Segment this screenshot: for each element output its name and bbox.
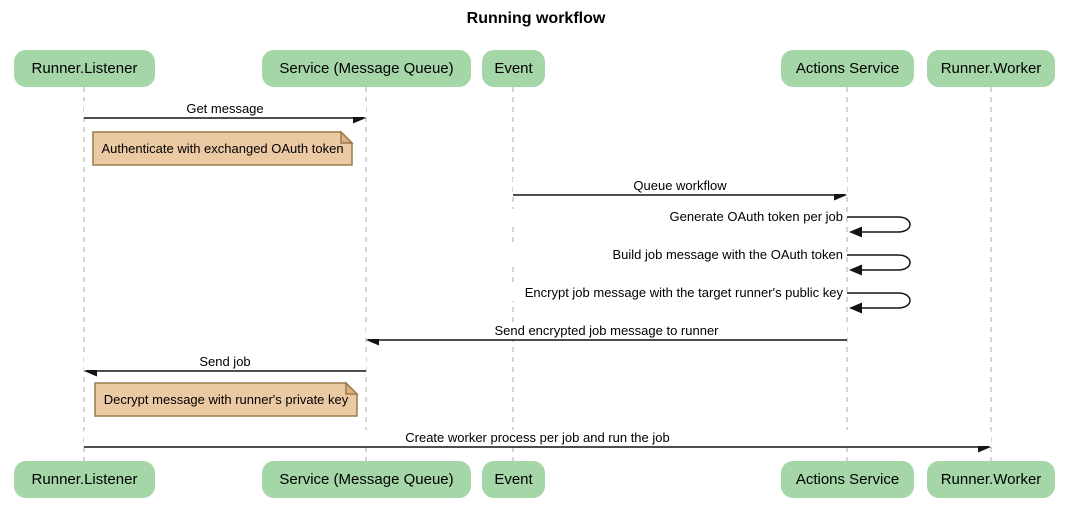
message-label-send-job: Send job: [84, 354, 366, 370]
diagram-title: Running workflow: [466, 10, 606, 27]
message-label-send-encrypted-job: Send encrypted job message to runner: [366, 323, 847, 339]
note-decrypt-message: Decrypt message with runner's private ke…: [103, 392, 349, 407]
note-shape-decrypt: [94, 382, 358, 417]
actor-top-runner-listener: Runner.Listener: [14, 50, 155, 87]
actor-top-service-message-queue: Service (Message Queue): [262, 50, 471, 87]
message-label-generate-oauth-token: Generate OAuth token per job: [400, 209, 843, 225]
message-label-get-message: Get message: [84, 101, 366, 117]
message-arrows: [84, 112, 991, 453]
note-shapes: [92, 130, 359, 417]
message-label-encrypt-job-message: Encrypt job message with the target runn…: [400, 285, 843, 301]
actor-top-runner-worker: Runner.Worker: [927, 50, 1055, 87]
actor-bottom-service-message-queue: Service (Message Queue): [262, 461, 471, 498]
message-label-build-job-message: Build job message with the OAuth token: [400, 247, 843, 263]
actor-bottom-event: Event: [482, 461, 545, 498]
self-loop-generate-oauth: [847, 216, 911, 233]
arrowhead-left-icon: [849, 226, 862, 238]
message-label-create-worker: Create worker process per job and run th…: [84, 430, 991, 446]
actor-bottom-runner-worker: Runner.Worker: [927, 461, 1055, 498]
actor-bottom-actions-service: Actions Service: [781, 461, 914, 498]
self-loop-encrypt-job-message: [847, 292, 911, 309]
actor-top-actions-service: Actions Service: [781, 50, 914, 87]
lifelines: [83, 87, 992, 461]
message-label-queue-workflow: Queue workflow: [513, 178, 847, 194]
arrowhead-left-icon: [849, 302, 862, 314]
note-authenticate-oauth: Authenticate with exchanged OAuth token: [101, 141, 344, 156]
arrowhead-left-icon: [849, 264, 862, 276]
note-fold-icon: [345, 381, 359, 395]
note-fold-icon: [340, 130, 354, 144]
actor-top-event: Event: [482, 50, 545, 87]
note-shape-authenticate: [92, 131, 353, 166]
self-loop-build-job-message: [847, 254, 911, 271]
actor-bottom-runner-listener: Runner.Listener: [14, 461, 155, 498]
